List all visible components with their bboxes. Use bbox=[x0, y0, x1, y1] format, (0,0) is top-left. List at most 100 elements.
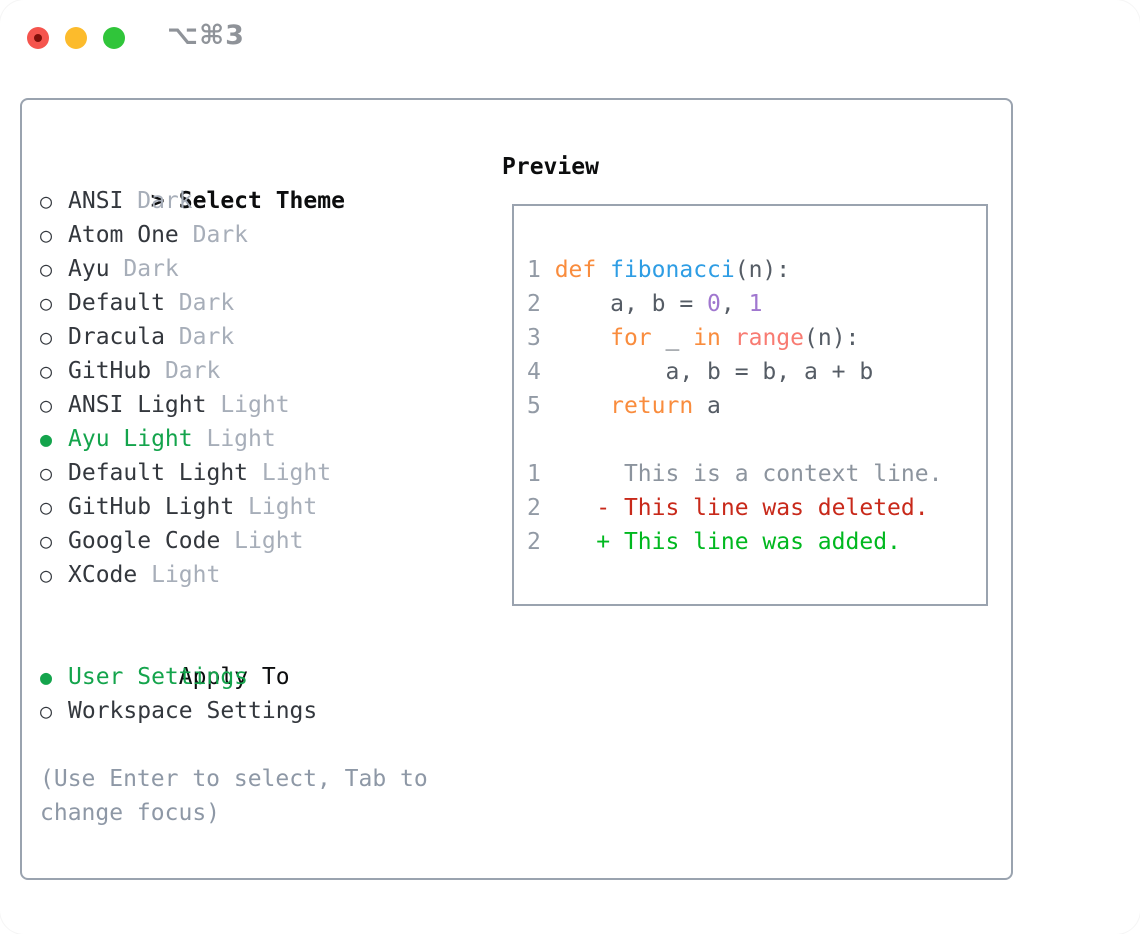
theme-name: Default bbox=[68, 290, 165, 316]
code-segment-plain bbox=[721, 325, 735, 351]
spacer bbox=[40, 592, 452, 626]
apply-to-header: Apply To bbox=[40, 626, 452, 690]
code-segment-gutter: 1 bbox=[527, 461, 555, 487]
theme-name: Google Code bbox=[68, 528, 221, 554]
code-segment-plain: a, b = bbox=[554, 291, 708, 317]
code-line: 2 + This line was added. bbox=[527, 525, 986, 559]
prompt-caret: > bbox=[150, 188, 165, 214]
code-line: 2 a, b = 0, 1 bbox=[527, 287, 986, 321]
theme-option[interactable]: ○Dracula Dark bbox=[40, 320, 452, 354]
theme-list: ○ ANSI Dark ○ Atom One Dark ○ Ayu Dark ○ Defaul… bbox=[40, 184, 452, 592]
radio-unselected-icon: ○ bbox=[40, 495, 53, 519]
code-segment-gutter: 3 bbox=[527, 325, 555, 351]
code-segment-deleted: - This line was deleted. bbox=[554, 495, 929, 521]
theme-variant: Light bbox=[137, 562, 221, 588]
code-line: 4 a, b = b, a + b bbox=[527, 355, 986, 389]
apply-to-option[interactable]: ○Workspace Settings bbox=[40, 694, 452, 728]
theme-option[interactable]: ○ Default Dark bbox=[40, 286, 452, 320]
theme-option[interactable]: ○ XCode Light bbox=[40, 558, 452, 592]
left-column: >Select Theme ○ ANSI Dark ○ Atom One Dark ○ A… bbox=[40, 150, 452, 830]
apply-to-label: User Settings bbox=[68, 664, 249, 690]
code-line: 1 This is a context line. bbox=[527, 457, 986, 491]
code-segment-plain: _ bbox=[651, 325, 694, 351]
theme-option[interactable]: ○ Default Light Light bbox=[40, 456, 452, 490]
theme-option[interactable]: ○ Atom One Dark bbox=[40, 218, 452, 252]
minimize-button[interactable] bbox=[65, 27, 87, 49]
theme-variant: Dark bbox=[178, 222, 249, 248]
close-button[interactable] bbox=[27, 27, 49, 49]
radio-unselected-icon: ○ bbox=[40, 359, 53, 383]
radio-unselected-icon: ○ bbox=[40, 291, 53, 315]
theme-option[interactable]: ○ Google Code Light bbox=[40, 524, 452, 558]
code-segment-keyword: def bbox=[554, 257, 597, 283]
theme-variant: Dark bbox=[164, 324, 235, 350]
code-segment-gutter: 2 bbox=[527, 291, 555, 317]
code-line: 3 for _ in range(n): bbox=[527, 321, 986, 355]
theme-option[interactable]: ○ ANSI Light Light bbox=[40, 388, 452, 422]
theme-variant: Light bbox=[192, 426, 276, 452]
theme-option[interactable]: ●Ayu Light Light bbox=[40, 422, 452, 456]
theme-name: Ayu Light bbox=[68, 426, 193, 452]
window-shortcut-label: ⌥⌘3 bbox=[167, 20, 245, 51]
theme-option[interactable]: ○Ayu Dark bbox=[40, 252, 452, 286]
help-text: (Use Enter to select, Tab to change focu… bbox=[40, 766, 428, 826]
code-segment-gutter: 2 bbox=[527, 495, 555, 521]
code-segment-plain: (n): bbox=[804, 325, 860, 351]
radio-unselected-icon: ○ bbox=[40, 257, 53, 281]
radio-unselected-icon: ○ bbox=[40, 223, 53, 247]
code-segment-gutter: 2 bbox=[527, 529, 555, 555]
theme-name: Default Light bbox=[68, 460, 249, 486]
code-line: 5 return a bbox=[527, 389, 986, 423]
apply-to-list: ●User Settings○Workspace Settings bbox=[40, 660, 452, 728]
theme-variant: Light bbox=[248, 460, 332, 486]
theme-picker-panel: >Select Theme ○ ANSI Dark ○ Atom One Dark ○ A… bbox=[20, 98, 1013, 880]
code-segment-keyword: in bbox=[693, 325, 721, 351]
theme-variant: Dark bbox=[164, 290, 235, 316]
code-segment-plain: , bbox=[720, 291, 749, 317]
code-segment-plain: a bbox=[693, 393, 721, 419]
theme-variant: Light bbox=[220, 528, 304, 554]
code-segment-gutter: 4 bbox=[527, 359, 555, 385]
apply-to-label: Workspace Settings bbox=[68, 698, 318, 724]
code-segment-added: + This line was added. bbox=[554, 529, 901, 555]
radio-unselected-icon: ○ bbox=[40, 325, 53, 349]
code-segment-builtin: range bbox=[734, 325, 804, 351]
select-theme-header: >Select Theme bbox=[40, 150, 452, 214]
radio-unselected-icon: ○ bbox=[40, 393, 53, 417]
radio-unselected-icon: ○ bbox=[40, 529, 53, 553]
radio-unselected-icon: ○ bbox=[40, 563, 53, 587]
code-segment-plain bbox=[555, 393, 610, 419]
code-segment-plain bbox=[596, 257, 610, 283]
theme-variant: Light bbox=[234, 494, 318, 520]
theme-name: Atom One bbox=[68, 222, 179, 248]
theme-option[interactable]: ○ GitHub Dark bbox=[40, 354, 452, 388]
theme-variant: Dark bbox=[123, 188, 193, 214]
preview-title: Preview bbox=[502, 154, 599, 180]
theme-variant: Light bbox=[206, 392, 290, 418]
code-segment-keyword: for bbox=[610, 325, 652, 351]
theme-name: GitHub Light bbox=[68, 494, 235, 520]
theme-option[interactable]: ○ ANSI Dark bbox=[40, 184, 452, 218]
code-line: 1 def fibonacci(n): bbox=[527, 253, 986, 287]
theme-name: XCode bbox=[68, 562, 138, 588]
code-segment-gutter: 5 bbox=[527, 393, 555, 419]
code-segment-gutter: 1 bbox=[527, 257, 555, 283]
theme-variant: Dark bbox=[151, 358, 221, 384]
code-segment-keyword: return bbox=[610, 393, 694, 419]
apply-to-option[interactable]: ●User Settings bbox=[40, 660, 452, 694]
theme-name: Ayu bbox=[68, 256, 110, 282]
maximize-button[interactable] bbox=[103, 27, 125, 49]
code-segment-number: 1 bbox=[748, 291, 763, 317]
code-line: 2 - This line was deleted. bbox=[527, 491, 986, 525]
radio-unselected-icon: ○ bbox=[40, 461, 53, 485]
apply-to-title: Apply To bbox=[178, 664, 290, 690]
theme-name: ANSI bbox=[68, 188, 124, 214]
code-segment-function: fibonacci bbox=[610, 257, 735, 283]
theme-option[interactable]: ○ GitHub Light Light bbox=[40, 490, 452, 524]
radio-unselected-icon: ○ bbox=[40, 189, 53, 213]
theme-name: ANSI Light bbox=[68, 392, 207, 418]
theme-name: GitHub bbox=[68, 358, 152, 384]
